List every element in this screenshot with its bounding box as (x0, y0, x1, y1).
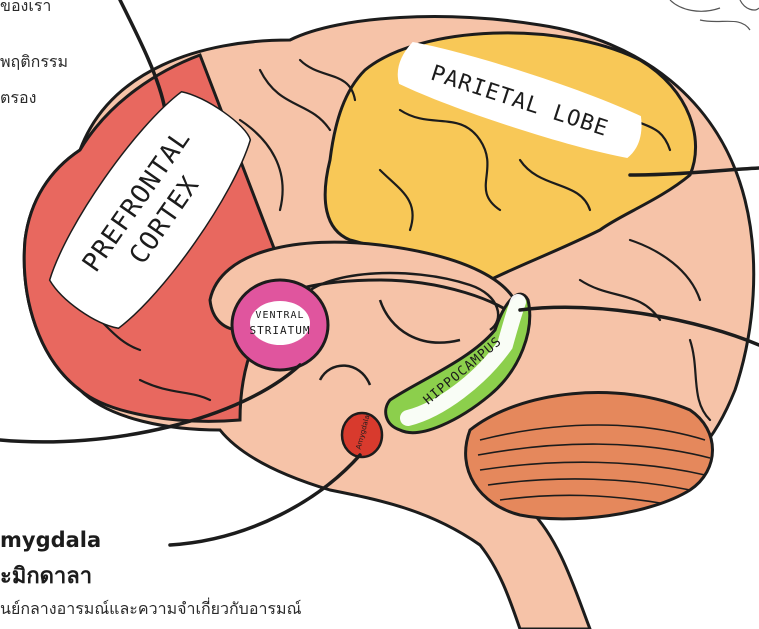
sketch-fragment (670, 0, 759, 30)
amygdala-description: นย์กลางอารมณ์และความจำเกี่ยวกับอารมณ์ (0, 597, 301, 622)
side-note-2: พฤติกรรม (0, 50, 68, 75)
side-note-3: ตรอง (0, 86, 36, 111)
ventral-striatum-label-line1: VENTRAL (255, 310, 304, 321)
ventral-striatum-label-line2: STRIATUM (250, 324, 311, 337)
amygdala-title-en: mygdala (0, 528, 101, 552)
amygdala-title-th: ะมิกดาลา (0, 558, 92, 593)
side-note-1: ของเรา (0, 0, 51, 19)
